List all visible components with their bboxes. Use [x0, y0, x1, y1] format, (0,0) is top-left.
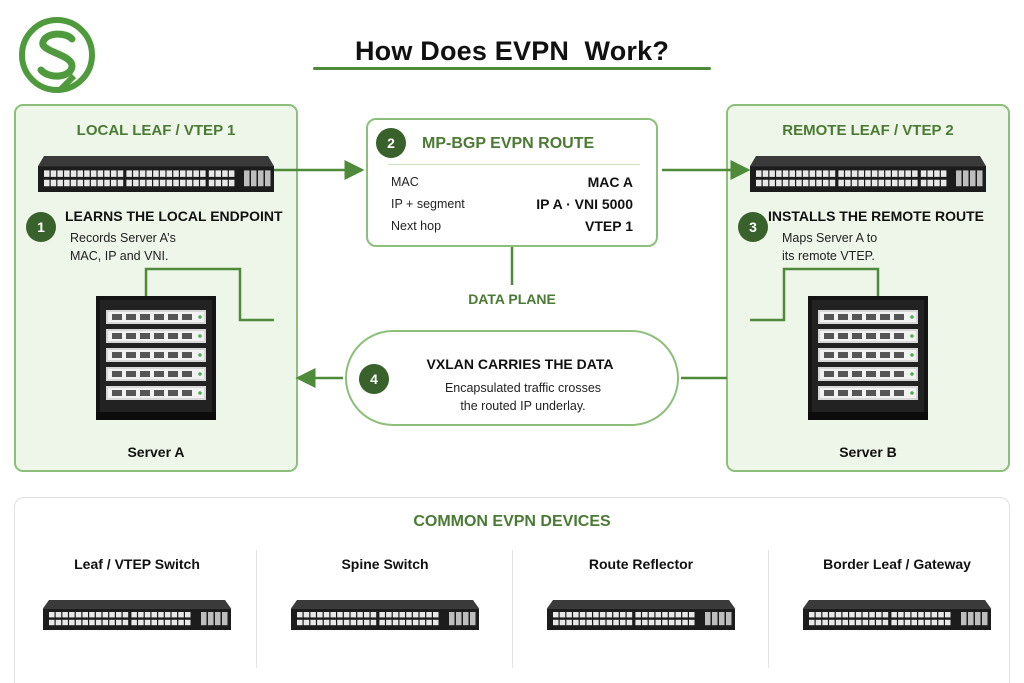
- step-4-badge: 4: [359, 364, 389, 394]
- server-b-uplink: [750, 267, 880, 322]
- route-key-mac: MAC: [391, 175, 419, 189]
- step-1-body-line2: MAC, IP and VNI.: [70, 249, 169, 263]
- remote-leaf-switch-icon: [750, 156, 986, 192]
- route-divider: [388, 164, 640, 165]
- step-3-badge: 3: [738, 212, 768, 242]
- step-3-heading: INSTALLS THE REMOTE ROUTE: [768, 208, 984, 224]
- logo-icon: [19, 17, 95, 93]
- step-2-badge: 2: [376, 128, 406, 158]
- step-1-body-line1: Records Server A’s: [70, 231, 176, 245]
- route-key-nexthop: Next hop: [391, 219, 442, 233]
- title-underline: [313, 67, 711, 70]
- border-leaf-icon: [803, 600, 991, 630]
- local-leaf-title: LOCAL LEAF / VTEP 1: [76, 122, 236, 139]
- bgp-route-title: MP-BGP EVPN ROUTE: [422, 135, 595, 152]
- server-a-icon: [96, 296, 216, 420]
- device-leaf-vtep: Leaf / VTEP Switch: [17, 550, 257, 668]
- devices-section: COMMON EVPN DEVICES Leaf / VTEP Switch S…: [14, 497, 1010, 683]
- page-title: How Does EVPN Work?: [354, 36, 670, 66]
- step-1-badge: 1: [26, 212, 56, 242]
- server-a-label: Server A: [127, 444, 185, 460]
- device-divider: [512, 550, 513, 668]
- bgp-route-card: 2 MP-BGP EVPN ROUTE MAC MAC A IP + segme…: [366, 118, 658, 247]
- device-divider: [768, 550, 769, 668]
- device-name: Leaf / VTEP Switch: [74, 556, 200, 572]
- spine-switch-icon: [291, 600, 479, 630]
- route-value-ip: IP A · VNI 5000: [536, 196, 633, 212]
- step-1-heading: LEARNS THE LOCAL ENDPOINT: [65, 208, 283, 224]
- route-reflector-icon: [547, 600, 735, 630]
- device-spine: Spine Switch: [265, 550, 505, 668]
- step-3-body-line2: its remote VTEP.: [782, 249, 875, 263]
- device-route-reflector: Route Reflector: [521, 550, 761, 668]
- device-name: Border Leaf / Gateway: [823, 556, 971, 572]
- devices-title: COMMON EVPN DEVICES: [413, 513, 611, 530]
- route-value-mac: MAC A: [587, 174, 633, 190]
- route-value-nexthop: VTEP 1: [585, 218, 633, 234]
- data-plane-label: DATA PLANE: [468, 291, 556, 307]
- vxlan-heading: VXLAN CARRIES THE DATA: [426, 356, 614, 372]
- leaf-switch-icon: [43, 600, 231, 630]
- device-name: Route Reflector: [588, 556, 694, 572]
- remote-leaf-title: REMOTE LEAF / VTEP 2: [782, 122, 954, 139]
- vxlan-body-line1: Encapsulated traffic crosses: [444, 381, 602, 395]
- route-key-ip: IP + segment: [391, 197, 465, 211]
- device-border-leaf: Border Leaf / Gateway: [777, 550, 1017, 668]
- device-divider: [256, 550, 257, 668]
- step-3-body-line1: Maps Server A to: [782, 231, 878, 245]
- local-leaf-switch-icon: [38, 156, 274, 192]
- server-b-label: Server B: [839, 444, 897, 460]
- server-a-uplink: [144, 267, 274, 322]
- vxlan-card: 4 VXLAN CARRIES THE DATA Encapsulated tr…: [345, 330, 679, 426]
- device-name: Spine Switch: [341, 556, 429, 572]
- vxlan-body-line2: the routed IP underlay.: [460, 399, 586, 413]
- server-b-icon: [808, 296, 928, 420]
